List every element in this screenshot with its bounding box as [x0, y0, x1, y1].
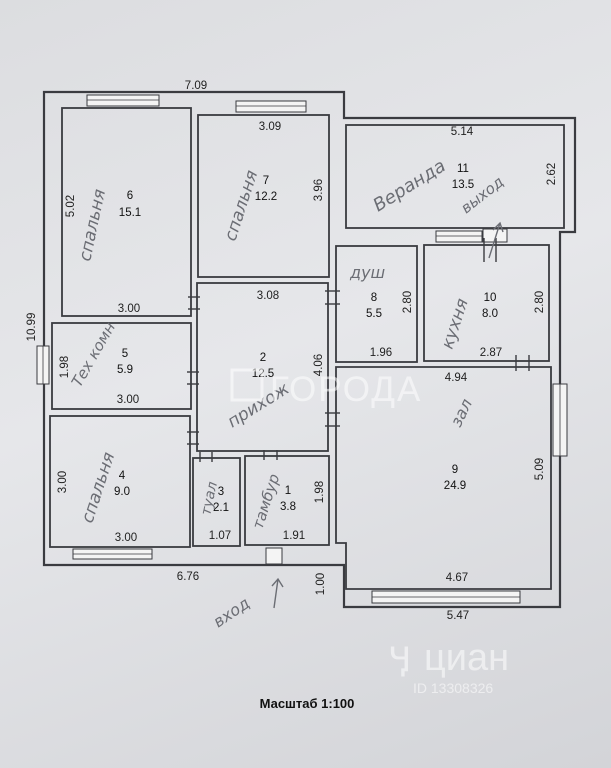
dim-room-7-top: 3.09 — [259, 121, 281, 133]
room-1-name: тамбур — [249, 472, 284, 532]
cian-logo-icon: Ӌ — [388, 640, 411, 680]
dim-room-7-right: 3.96 — [313, 179, 325, 201]
door-exit-veranda — [482, 228, 508, 243]
room-11-area: 13.5 — [452, 179, 474, 191]
dim-room-11-top: 5.14 — [451, 126, 474, 138]
exit-arrow — [488, 221, 504, 259]
room-1-area: 3.8 — [280, 501, 296, 513]
dim-left-total: 10.99 — [26, 313, 38, 342]
dim-room-4-bottom: 3.00 — [115, 532, 137, 544]
room-7-number: 7 — [263, 175, 269, 187]
room-8-area: 5.5 — [366, 308, 382, 320]
window-room-7 — [235, 100, 307, 113]
room-5-area: 5.9 — [117, 364, 133, 376]
room-11-name: Веранда — [370, 155, 450, 216]
dim-room-2-top: 3.08 — [257, 290, 279, 302]
room-6-area: 15.1 — [119, 207, 141, 219]
room-4 — [49, 415, 191, 548]
room-4-number: 4 — [119, 470, 126, 482]
room-10-name: кухня — [438, 296, 473, 351]
room-8-name: душ — [349, 263, 386, 282]
dim-room-8-bottom: 1.96 — [370, 347, 392, 359]
dim-room-9-right: 5.09 — [534, 458, 546, 480]
gorod-watermark-text: ГОРОДА — [270, 370, 422, 409]
dim-room-1-bottom: 1.91 — [283, 530, 305, 542]
dim-room-6-bottom: 3.00 — [118, 303, 140, 315]
gorod-watermark: ГОРОДА — [230, 368, 422, 409]
room-9-area: 24.9 — [444, 480, 466, 492]
dim-room-5-left: 1.98 — [59, 356, 71, 378]
room-4-area: 9.0 — [114, 486, 130, 498]
room-7-area: 12.2 — [255, 191, 277, 203]
dim-bottom-right: 5.47 — [447, 610, 469, 622]
room-1-number: 1 — [285, 485, 291, 497]
dim-bottom-left: 6.76 — [177, 571, 199, 583]
room-9-name: зал — [447, 396, 477, 430]
room-6-name: спальня — [75, 187, 110, 263]
cian-id-text: ID 13308326 — [413, 680, 493, 696]
window-room-6 — [86, 94, 160, 107]
entry-arrow — [271, 577, 284, 609]
room-10-area: 8.0 — [482, 308, 498, 320]
room-3 — [192, 457, 241, 547]
dim-room-5-bottom: 3.00 — [117, 394, 139, 406]
cian-watermark: Ӌ циан ID 13308326 — [388, 637, 509, 696]
dim-room-11-right: 2.62 — [546, 163, 558, 185]
scale-caption: Масштаб 1:100 — [260, 696, 355, 711]
room-7-name: спальня — [221, 168, 263, 244]
dim-room-4-left: 3.00 — [57, 471, 69, 493]
room-1 — [244, 455, 330, 546]
room-2-number: 2 — [260, 352, 266, 364]
room-3-name: туал — [198, 480, 221, 517]
room-6-number: 6 — [127, 190, 133, 202]
door-entry — [265, 547, 283, 565]
room-5 — [51, 322, 192, 410]
room-5-number: 5 — [122, 348, 128, 360]
dim-room-2-right: 4.06 — [313, 354, 325, 376]
dim-room-10-bottom: 2.87 — [480, 347, 502, 359]
dim-room-9-top: 4.94 — [445, 372, 468, 384]
dim-room-10-right: 2.80 — [534, 291, 546, 313]
window-room-10 — [435, 230, 483, 243]
room-7 — [197, 114, 330, 278]
entry-note: вход — [210, 593, 254, 631]
cian-watermark-text: циан — [424, 637, 509, 679]
dim-room-8-right: 2.80 — [402, 291, 414, 313]
room-2 — [196, 282, 329, 452]
room-9-number: 9 — [452, 464, 458, 476]
dim-room-3-bottom: 1.07 — [209, 530, 231, 542]
room-6 — [61, 107, 192, 317]
room-3-number: 3 — [218, 486, 224, 498]
room-9 — [335, 366, 552, 590]
room-11 — [345, 124, 565, 229]
room-10 — [423, 244, 550, 362]
room-5-name: Тех комн — [68, 319, 119, 390]
room-10-number: 10 — [484, 292, 497, 304]
dim-room-9-bottom: 4.67 — [446, 572, 468, 584]
room-11-number: 11 — [457, 163, 469, 175]
dim-room-1-right: 1.98 — [314, 481, 326, 503]
room-8-number: 8 — [371, 292, 377, 304]
dim-entry: 1.00 — [315, 573, 327, 595]
dim-top-total: 7.09 — [185, 80, 207, 92]
room-3-area: 2.1 — [213, 502, 229, 514]
dim-room-6-left: 5.02 — [65, 195, 77, 217]
